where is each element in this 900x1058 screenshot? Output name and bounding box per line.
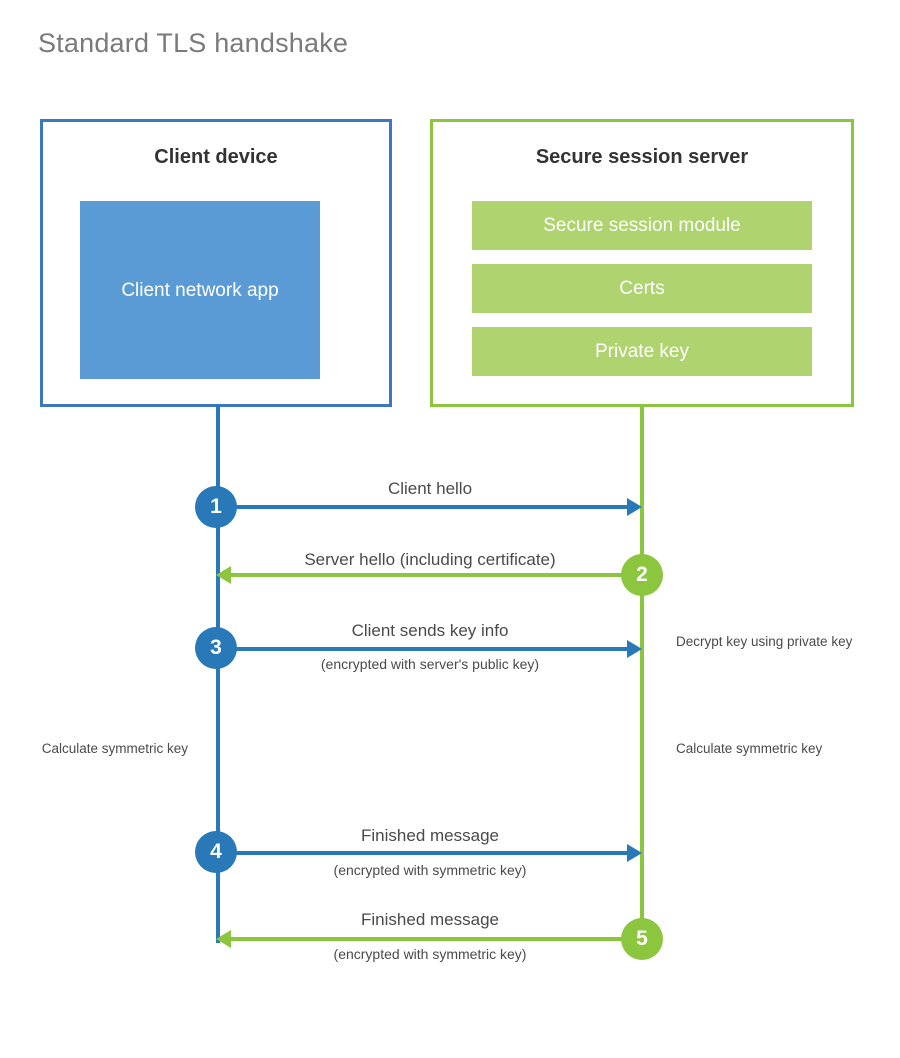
step-4-circle: 4 [195,831,237,873]
step-1-circle: 1 [195,486,237,528]
client-device-title: Client device [154,146,278,168]
server-component-private-key: Private key [472,327,812,376]
step-2-circle: 2 [621,554,663,596]
step-4-sub-label: (encrypted with symmetric key) [333,862,527,878]
step-5-circle: 5 [621,918,663,960]
step-3-arrow-head-icon [627,640,642,658]
server-calculate-symmetric-key-note: Calculate symmetric key [676,741,823,756]
step-4-arrow-head-icon [627,844,642,862]
step-2-arrow-line [230,573,642,577]
step-1-arrow-line [218,505,628,509]
server-component-secure-session-module: Secure session module [472,201,812,250]
page-title: Standard TLS handshake [38,28,349,58]
server-lifeline [640,405,644,941]
step-5-arrow-line [230,937,642,941]
step-3-sub-label: (encrypted with server's public key) [320,656,540,672]
secure-session-server-panel: Secure session server Secure session mod… [430,119,854,407]
step-5-sub-label: (encrypted with symmetric key) [333,946,527,962]
step-5-main-label: Finished message [361,910,499,929]
secure-session-server-title: Secure session server [535,146,749,168]
server-decrypt-note: Decrypt key using private key [676,634,853,649]
step-3-circle: 3 [195,627,237,669]
server-component-certs: Certs [472,264,812,313]
step-2-main-label: Server hello (including certificate) [304,550,556,569]
step-1-main-label: Client hello [387,479,473,498]
step-4-main-label: Finished message [361,826,499,845]
client-calculate-symmetric-key-note: Calculate symmetric key [41,741,188,756]
client-lifeline [216,405,220,943]
client-device-panel: Client device Client network app [40,119,392,407]
client-network-app-block: Client network app [80,201,320,379]
step-4-arrow-line [218,851,628,855]
step-3-main-label: Client sends key info [351,621,509,640]
step-2-arrow-head-icon [216,566,231,584]
step-3-arrow-line [218,647,628,651]
step-5-arrow-head-icon [216,930,231,948]
step-1-arrow-head-icon [627,498,642,516]
